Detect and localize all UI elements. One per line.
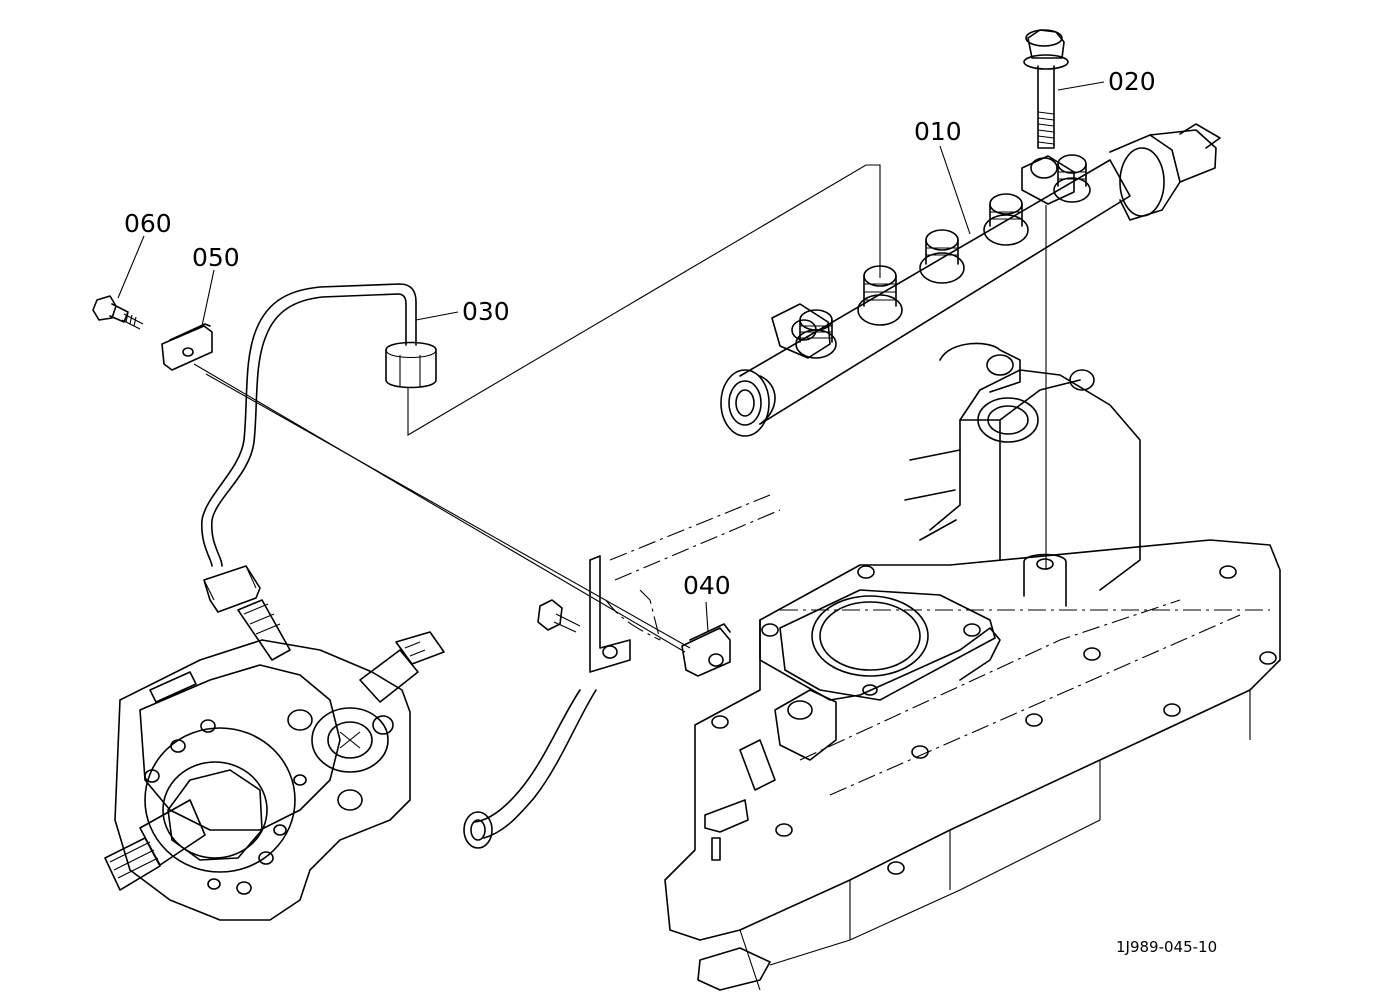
- assembly-lines: [193, 164, 1047, 653]
- fuel-pipe-030[interactable]: [201, 283, 437, 661]
- common-rail-010[interactable]: [720, 123, 1221, 437]
- fuel-supply-pump[interactable]: [104, 631, 445, 921]
- callout-020[interactable]: 020: [1108, 67, 1156, 96]
- callout-010[interactable]: 010: [914, 117, 962, 146]
- rail-outlet-4: [983, 193, 1029, 246]
- intake-manifold: [664, 342, 1281, 991]
- phantom-lines: [605, 494, 781, 641]
- leader-lines: [117, 81, 1105, 633]
- bolt-060[interactable]: [92, 295, 144, 330]
- rail-outlet-1: [795, 309, 837, 359]
- return-pipe[interactable]: [463, 555, 631, 849]
- callout-060[interactable]: 060: [124, 209, 172, 238]
- clamp-050[interactable]: [161, 323, 213, 371]
- callout-030[interactable]: 030: [462, 297, 510, 326]
- clamp-040[interactable]: [681, 623, 731, 677]
- drawing-code: 1J989-045-10: [1116, 938, 1217, 956]
- callout-050[interactable]: 050: [192, 243, 240, 272]
- rail-outlet-5: [1053, 154, 1091, 203]
- callout-040[interactable]: 040: [683, 571, 731, 600]
- bolt-020[interactable]: [1023, 29, 1069, 149]
- rail-outlet-2: [857, 265, 903, 326]
- rail-outlet-3: [919, 229, 965, 284]
- bolt-bracket[interactable]: [537, 599, 581, 633]
